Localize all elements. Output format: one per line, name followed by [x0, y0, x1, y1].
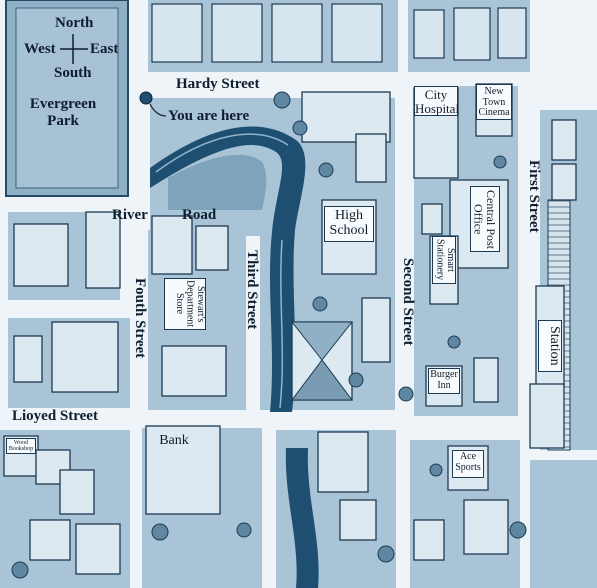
station-sign: Station [538, 320, 562, 372]
compass-north: North [55, 15, 94, 31]
river-label: River [112, 207, 148, 223]
stewarts-store-sign: Stewart's Department Store [164, 278, 206, 330]
high-school-sign: High School [324, 206, 374, 242]
new-town-cinema-sign: New Town Cinema [476, 84, 512, 120]
lioyed-street-label: Lioyed Street [12, 408, 98, 424]
city-hospital-sign: City Hospital [414, 86, 460, 116]
evergreen-park-label: Evergreen Park [29, 96, 97, 130]
first-street-label: First Street [526, 160, 542, 233]
you-are-here-dot [139, 91, 153, 105]
compass-east: East [90, 41, 119, 57]
hardy-street-label: Hardy Street [176, 76, 260, 92]
central-post-office-sign: Central Post Office [470, 186, 500, 252]
smart-stationery-sign: Smart Stationery [432, 236, 456, 284]
compass-west: West [24, 41, 56, 57]
corner-shop-sign: Wood Bookshop [6, 438, 36, 454]
river [150, 126, 306, 412]
burger-inn-sign: Burger Inn [428, 368, 460, 394]
ace-sports-sign: Ace Sports [452, 450, 484, 478]
compass-south: South [54, 65, 92, 81]
bank-sign: Bank [159, 433, 189, 448]
road-label: Road [182, 207, 217, 223]
you-are-here-label: You are here [168, 108, 250, 124]
third-street-label: Third Street [244, 250, 260, 330]
fourth-street-label: Fouth Street [132, 278, 148, 359]
second-street-label: Second Street [400, 258, 416, 346]
